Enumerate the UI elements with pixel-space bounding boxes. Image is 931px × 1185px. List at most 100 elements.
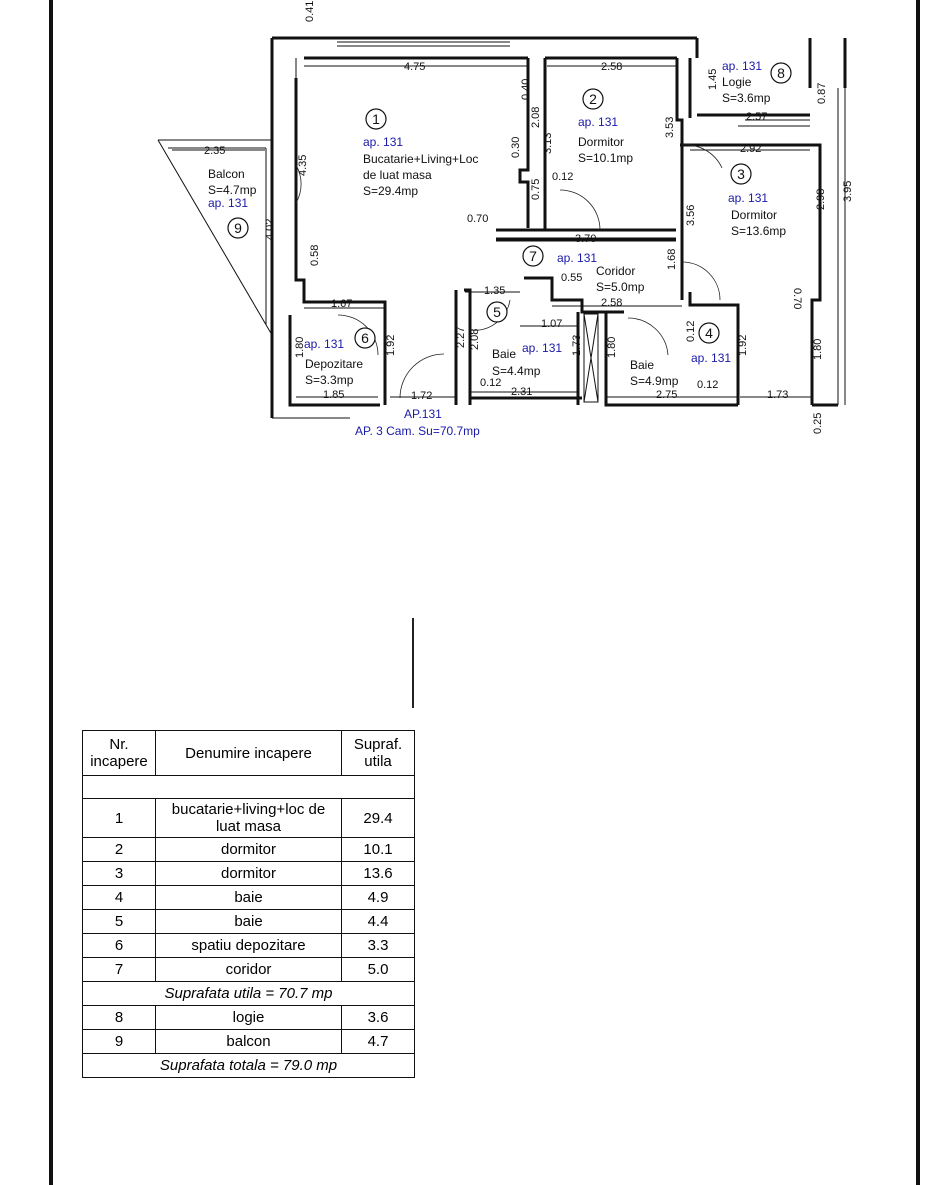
dim-4-02: 4.02 [264,219,276,240]
dim-2-57: 2.57 [746,111,767,123]
dim-2-92: 2.92 [740,143,761,155]
dim-1-67: 1.67 [331,298,352,310]
total: Suprafata totala = 79.0 mp [82,1053,415,1078]
dim-2-75: 2.75 [656,389,677,401]
dim-2-58-mid: 2.58 [601,297,622,309]
room-marker-6 [354,327,376,349]
dim-0-12-a: 0.12 [552,171,573,183]
dim-0-25: 0.25 [812,413,824,434]
dim-0-87: 0.87 [816,83,828,104]
room-number-4: 4 [705,325,713,341]
separator-line [412,618,414,708]
dimension-labels: 0.41 4.75 2.58 1.45 0.87 2.57 2.92 3.95 … [204,1,854,434]
room-6-ap: ap. 131 [304,337,344,351]
dim-0-12-d: 0.12 [697,379,718,391]
room-marker-2 [582,88,604,110]
room-5-ap: ap. 131 [522,341,562,355]
dim-1-73-bed: 1.73 [767,389,788,401]
room-1-area: S=29.4mp [363,184,418,198]
dim-0-40: 0.40 [520,79,532,100]
apartment-label: AP.131 [404,407,442,421]
subtotal: Suprafata utila = 70.7 mp [82,981,415,1006]
room-marker-7 [522,245,544,267]
room-number-9: 9 [234,220,242,236]
header-area: Supraf. utila [341,730,415,776]
room-labels: ap. 131 Bucatarie+Living+Loc de luat mas… [208,59,786,438]
table-row: 6 spatiu depozitare 3.3 [82,933,415,958]
room-9-area: S=4.7mp [208,183,257,197]
room-7-name: Coridor [596,264,635,278]
room-6-area: S=3.3mp [305,373,354,387]
room-number-2: 2 [589,91,597,107]
dim-0-41: 0.41 [304,1,316,22]
dim-4-35: 4.35 [297,155,309,176]
room-5-name: Baie [492,347,516,361]
table-row: 1 bucatarie+living+loc de luat masa 29.4 [82,798,415,838]
dim-0-70-b: 0.70 [791,288,803,309]
dim-1-35: 1.35 [484,285,505,297]
room-4-area: S=4.9mp [630,374,679,388]
dim-1-45: 1.45 [707,69,719,90]
room-1-name-line1: Bucatarie+Living+Loc [363,152,478,166]
room-9-ap: ap. 131 [208,196,248,210]
dim-1-73-bath: 1.73 [571,335,583,356]
table-header-row: Nr. incapere Denumire incapere Supraf. u… [82,730,415,776]
walls [157,36,847,419]
room-7-area: S=5.0mp [596,280,645,294]
table-row: 2 dormitor 10.1 [82,837,415,862]
room-area-table: Nr. incapere Denumire incapere Supraf. u… [82,730,415,1078]
dim-3-13: 3.13 [542,133,554,154]
dimension-lines [172,65,812,398]
table-blank-row [82,775,415,799]
apartment-summary: AP. 3 Cam. Su=70.7mp [355,424,480,438]
room-9-name: Balcon [208,167,245,181]
dim-1-92-bath: 1.92 [737,335,749,356]
dim-0-75: 0.75 [530,179,542,200]
room-6-name: Depozitare [305,357,363,371]
dim-1-80-bed: 1.80 [812,339,824,360]
dim-2-35: 2.35 [204,145,225,157]
table-row: 5 baie 4.4 [82,909,415,934]
room-4-ap: ap. 131 [691,351,731,365]
room-markers: 1 2 3 4 5 6 7 8 9 [227,62,792,349]
header-nr: Nr. incapere [82,730,156,776]
room-number-1: 1 [372,111,380,127]
dim-1-80-bath: 1.80 [606,337,618,358]
room-7-ap: ap. 131 [557,251,597,265]
room-1-ap: ap. 131 [363,135,403,149]
dim-2-58-top: 2.58 [601,61,622,73]
dim-2-31: 2.31 [511,386,532,398]
room-number-8: 8 [777,65,785,81]
page-border-left [49,0,53,1185]
header-name: Denumire incapere [155,730,342,776]
dim-0-55: 0.55 [561,272,582,284]
room-marker-1 [365,108,387,130]
floor-plan: 1 2 3 4 5 6 7 8 9 ap. 131 Bucatarie+Livi… [157,1,854,438]
room-8-name: Logie [722,75,752,89]
table-row: 3 dormitor 13.6 [82,861,415,886]
table-total-row: Suprafata totala = 79.0 mp [82,1053,415,1078]
page-border-right [916,0,920,1185]
room-3-area: S=13.6mp [731,224,786,238]
table-row: 7 coridor 5.0 [82,957,415,982]
dim-3-53: 3.53 [664,117,676,138]
room-marker-4 [698,322,720,344]
dim-0-70: 0.70 [467,213,488,225]
room-number-7: 7 [529,248,537,264]
room-2-area: S=10.1mp [578,151,633,165]
dim-0-30: 0.30 [510,137,522,158]
table-subtotal-row: Suprafata utila = 70.7 mp [82,981,415,1006]
room-5-area: S=4.4mp [492,364,541,378]
table-row: 9 balcon 4.7 [82,1029,415,1054]
room-8-area: S=3.6mp [722,91,771,105]
dim-4-75: 4.75 [404,61,425,73]
dim-2-98: 2.98 [815,189,827,210]
table-row: 4 baie 4.9 [82,885,415,910]
dim-1-85: 1.85 [323,389,344,401]
room-number-6: 6 [361,330,369,346]
dim-0-12-b: 0.12 [685,321,697,342]
dim-0-12-c: 0.12 [480,377,501,389]
dim-1-72: 1.72 [411,390,432,402]
dim-3-56: 3.56 [685,205,697,226]
dim-3-95: 3.95 [842,181,854,202]
